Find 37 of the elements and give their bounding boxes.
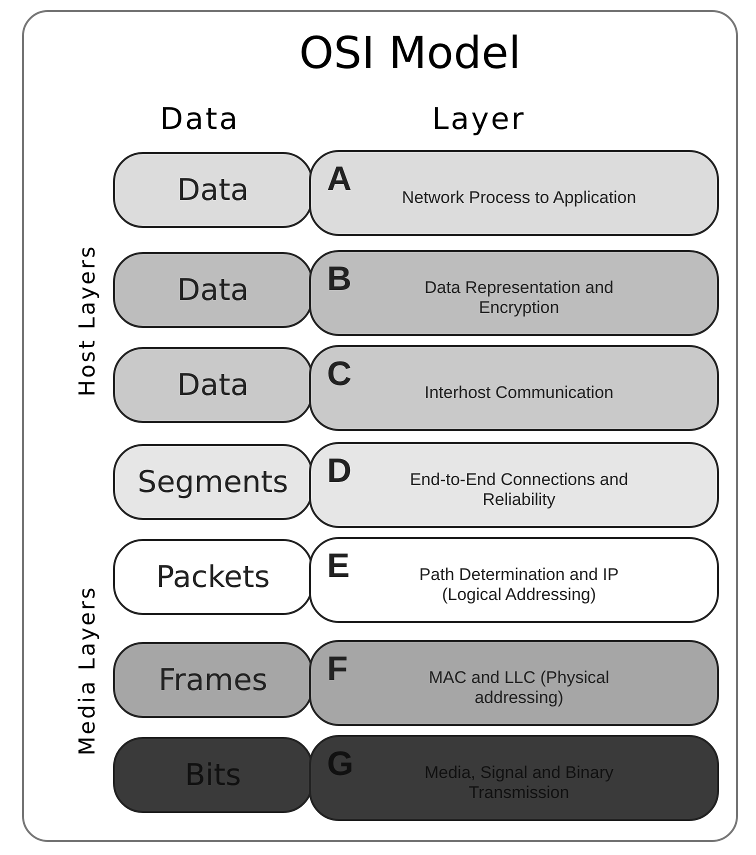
layer-pill [309,150,719,236]
data-unit-name: Packets [156,560,270,594]
layer-description: MAC and LLC (Physical addressing) [428,668,610,708]
layer-description: Path Determination and IP (Logical Addressing) [418,564,620,606]
layer-description: Network Process to Application [402,188,636,208]
layer-letter: C [327,355,352,394]
layer-pill [309,442,719,528]
layer-pill [309,250,719,336]
layer-letter: D [327,452,352,491]
data-unit-pill [113,642,313,718]
layer-pill [309,640,719,726]
data-unit-pill [113,539,313,615]
data-unit-name: Data [177,368,249,402]
layer-letter: F [327,650,348,689]
layer-description: Interhost Communication [424,382,614,404]
layer-letter: B [327,260,352,299]
data-unit-name: Frames [158,662,268,698]
data-unit-pill [113,347,313,423]
layer-letter: E [327,547,350,586]
layer-pill [309,345,719,431]
layer-description: End-to-End Connections and Reliability [408,470,630,510]
layer-letter: A [327,160,352,199]
data-unit-name: Data [177,272,249,308]
data-unit-pill [113,152,313,228]
layer-description: Data Representation and Encryption [423,278,615,318]
data-unit-pill [113,444,313,520]
group-label: Media Layers [75,585,100,755]
data-unit-pill [113,252,313,328]
layer-pill [309,537,719,623]
group-label: Host Layers [75,244,100,396]
column-heading: Layer [432,102,526,137]
data-unit-pill [113,737,313,813]
data-unit-name: Data [177,172,249,208]
column-heading: Data [160,102,240,137]
layer-pill [309,735,719,821]
data-unit-name: Segments [138,464,288,500]
title: OSI Model [298,28,522,79]
